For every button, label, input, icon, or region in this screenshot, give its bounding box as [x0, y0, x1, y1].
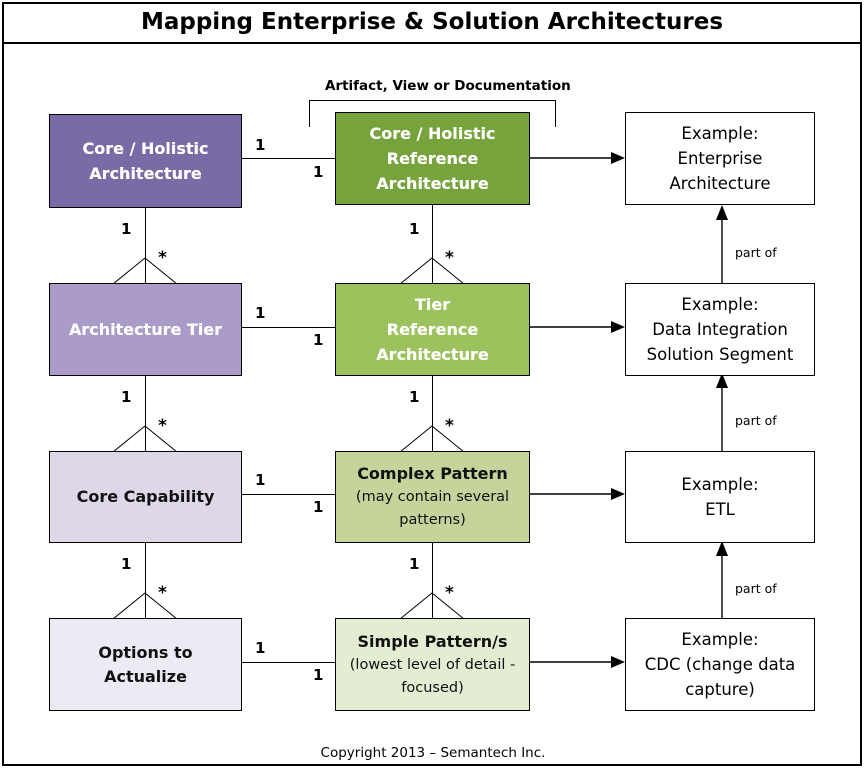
connector-left-2-3	[145, 376, 146, 451]
connector-left-mid-row1	[241, 158, 336, 159]
node-example-etl[interactable]: Example: ETL	[625, 451, 815, 543]
node-label-line2: Architecture	[89, 164, 202, 183]
aggregation-fan-left-3-4	[112, 592, 178, 620]
node-label-line1: Example:	[681, 124, 759, 143]
node-label-line2: Enterprise	[677, 149, 763, 168]
copyright-footer: Copyright 2013 – Semantech Inc.	[320, 745, 546, 761]
arrow-partof-2-1	[716, 205, 728, 285]
node-core-capability[interactable]: Core Capability	[49, 451, 242, 543]
node-example-enterprise-architecture[interactable]: Example: Enterprise Architecture	[625, 112, 815, 205]
connector-mid-1-2	[432, 205, 433, 283]
node-label-line1: Example:	[681, 295, 759, 314]
mult-row2-left: 1	[255, 304, 266, 322]
arrow-mid-right-row3	[530, 488, 625, 500]
node-label-line2: Actualize	[104, 666, 187, 686]
node-label-line1: Simple Pattern/s	[357, 631, 508, 651]
partof-label-2-1: part of	[735, 245, 777, 260]
node-label-line2: Reference	[386, 320, 479, 339]
connector-left-mid-row4	[241, 662, 336, 663]
partof-label-4-3: part of	[735, 581, 777, 596]
arrow-mid-right-row4	[530, 656, 625, 668]
node-label-line1: Example:	[681, 475, 759, 494]
node-complex-pattern[interactable]: Complex Pattern (may contain several pat…	[335, 451, 530, 543]
node-label-line3: Architecture	[669, 174, 771, 193]
node-sublabel-line1: (may contain several	[355, 489, 510, 505]
connector-mid-3-4	[432, 543, 433, 618]
mult-mid-4-many: *	[445, 583, 454, 603]
aggregation-fan-mid-3-4	[399, 592, 465, 620]
partof-label-3-2: part of	[735, 413, 777, 428]
arrow-mid-right-row2	[530, 321, 625, 333]
mult-mid-2-top: 1	[409, 388, 420, 406]
node-label-line1: Options to	[98, 642, 193, 662]
node-label-line1: Core Capability	[76, 487, 215, 506]
node-label-line3: Architecture	[376, 174, 489, 193]
mult-row1-right: 1	[313, 163, 324, 181]
node-label-line1: Tier	[414, 295, 451, 314]
mult-row4-right: 1	[313, 666, 324, 684]
node-label-line1: Example:	[681, 630, 759, 649]
mult-mid-2-many: *	[445, 248, 454, 268]
node-label-line2: ETL	[705, 500, 735, 519]
mult-left-2-many: *	[158, 248, 167, 268]
connector-left-mid-row2	[241, 327, 336, 328]
mult-row1-left: 1	[255, 136, 266, 154]
node-label-line1: Core / Holistic	[82, 139, 209, 158]
mult-row3-left: 1	[255, 471, 266, 489]
aggregation-fan-left-1-2	[112, 257, 178, 285]
mult-row4-left: 1	[255, 639, 266, 657]
mult-left-1-top: 1	[121, 220, 132, 238]
mult-mid-1-top: 1	[409, 220, 420, 238]
node-sublabel-line1: (lowest level of detail -	[349, 656, 516, 673]
node-label-line2: Data Integration	[652, 320, 788, 339]
node-label-line2: Reference	[386, 149, 479, 168]
node-label-line1: Architecture Tier	[68, 320, 223, 339]
node-sublabel-line2: patterns)	[399, 512, 466, 528]
node-options-to-actualize[interactable]: Options to Actualize	[49, 618, 242, 711]
aggregation-fan-mid-1-2	[399, 257, 465, 285]
node-core-holistic-architecture[interactable]: Core / Holistic Architecture	[49, 114, 242, 208]
artifact-bracket	[309, 100, 556, 127]
aggregation-fan-left-2-3	[112, 425, 178, 453]
connector-mid-2-3	[432, 376, 433, 451]
arrow-partof-3-2	[716, 373, 728, 453]
node-example-cdc[interactable]: Example: CDC (change data capture)	[625, 618, 815, 711]
node-architecture-tier[interactable]: Architecture Tier	[49, 283, 242, 376]
node-core-holistic-reference-architecture[interactable]: Core / Holistic Reference Architecture	[335, 112, 530, 205]
node-sublabel-line2: focused)	[401, 679, 464, 696]
mult-left-2-top: 1	[121, 388, 132, 406]
mult-left-3-many: *	[158, 416, 167, 436]
node-label-line1: Complex Pattern	[357, 464, 508, 483]
mult-mid-3-many: *	[445, 416, 454, 436]
mult-row3-right: 1	[313, 498, 324, 516]
arrow-mid-right-row1	[530, 152, 625, 164]
node-label-line3: Architecture	[376, 345, 489, 364]
node-label-line3: capture)	[685, 680, 755, 699]
connector-left-3-4	[145, 543, 146, 618]
arrow-partof-4-3	[716, 541, 728, 621]
aggregation-fan-mid-2-3	[399, 425, 465, 453]
node-example-data-integration-solution-segment[interactable]: Example: Data Integration Solution Segme…	[625, 283, 815, 376]
node-tier-reference-architecture[interactable]: Tier Reference Architecture	[335, 283, 530, 376]
mult-row2-right: 1	[313, 331, 324, 349]
node-label-line1: Core / Holistic	[369, 124, 496, 143]
node-simple-patterns[interactable]: Simple Pattern/s (lowest level of detail…	[335, 618, 530, 711]
page-title: Mapping Enterprise & Solution Architectu…	[140, 9, 724, 35]
connector-left-1-2	[145, 208, 146, 283]
node-label-line3: Solution Segment	[646, 345, 794, 364]
mult-left-3-top: 1	[121, 555, 132, 573]
title-bar: Mapping Enterprise & Solution Architectu…	[2, 2, 862, 44]
mult-left-4-many: *	[158, 583, 167, 603]
node-label-line2: CDC (change data	[644, 655, 796, 674]
connector-left-mid-row3	[241, 494, 336, 495]
artifact-bracket-label: Artifact, View or Documentation	[325, 78, 571, 94]
mult-mid-3-top: 1	[409, 555, 420, 573]
